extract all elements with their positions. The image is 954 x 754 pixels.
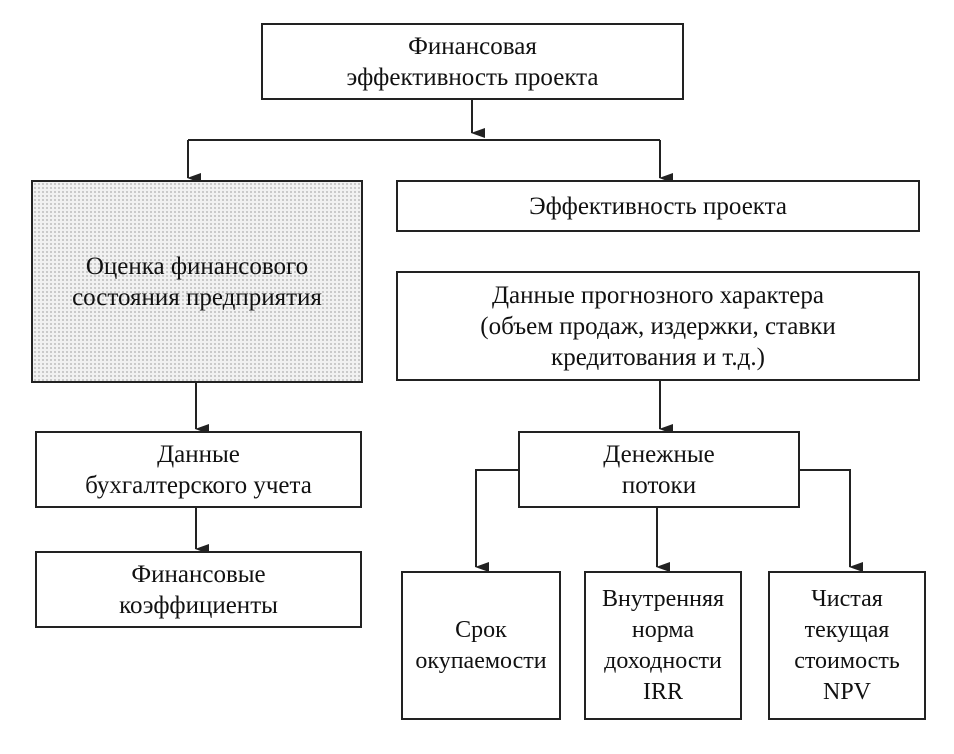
assessment-line-1: Оценка финансового — [85, 252, 309, 280]
npv-line-2: текущая — [804, 616, 890, 643]
financial-ratios-box: Финансовые коэффициенты — [35, 551, 362, 628]
root-line-1: Финансовая — [408, 32, 537, 60]
accounting-data-line-2: бухгалтерского учета — [85, 471, 312, 499]
irr-box: Внутренняя норма доходности IRR — [584, 571, 742, 720]
assessment-box: Оценка финансового состояния предприятия — [31, 180, 363, 383]
cash-flows-line-1: Денежные — [603, 440, 715, 468]
root-financial-efficiency-box: Финансовая эффективность проекта — [261, 23, 684, 100]
financial-ratios-line-1: Финансовые — [131, 560, 266, 588]
payback-period-line-2: окупаемости — [415, 647, 547, 674]
irr-line-4: IRR — [642, 678, 683, 705]
npv-box: Чистая текущая стоимость NPV — [768, 571, 926, 720]
accounting-data-line-1: Данные — [157, 440, 240, 468]
forecast-data-line-1: Данные прогнозного характера — [492, 281, 824, 309]
cash-flows-line-2: потоки — [621, 471, 697, 499]
project-efficiency-line-1: Эффективность проекта — [529, 192, 787, 220]
project-efficiency-box: Эффективность проекта — [396, 180, 920, 232]
npv-line-4: NPV — [822, 678, 871, 705]
arrow-to-payback-period — [475, 469, 518, 572]
accounting-data-box: Данные бухгалтерского учета — [35, 431, 362, 508]
forecast-data-box: Данные прогнозного характера (объем прод… — [396, 271, 920, 381]
irr-line-2: норма — [631, 616, 695, 643]
root-line-2: эффективность проекта — [346, 63, 599, 91]
assessment-line-2: состояния предприятия — [72, 283, 322, 311]
npv-line-3: стоимость — [794, 647, 900, 674]
irr-line-3: доходности — [604, 647, 722, 674]
npv-line-1: Чистая — [811, 585, 883, 612]
forecast-data-line-3: кредитования и т.д.) — [551, 343, 765, 371]
payback-period-line-1: Срок — [455, 616, 507, 643]
cash-flows-box: Денежные потоки — [518, 431, 800, 508]
forecast-data-line-2: (объем продаж, издержки, ставки — [480, 312, 836, 340]
payback-period-box: Срок окупаемости — [401, 571, 561, 720]
financial-ratios-line-2: коэффициенты — [119, 591, 278, 619]
irr-line-1: Внутренняя — [601, 585, 725, 612]
arrow-to-npv — [800, 469, 863, 572]
